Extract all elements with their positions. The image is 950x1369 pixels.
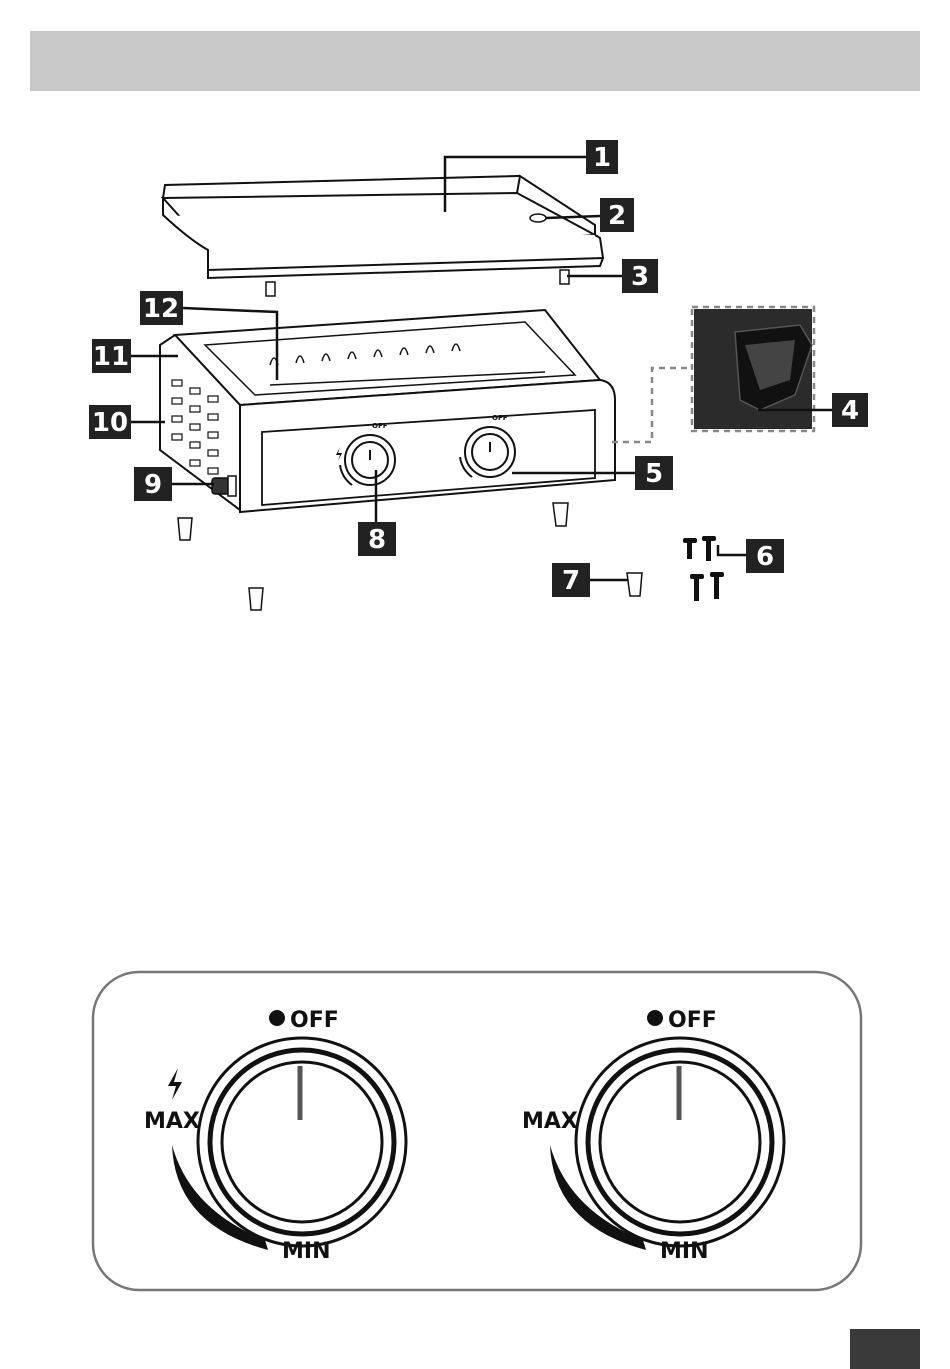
- svg-text:4: 4: [841, 396, 859, 426]
- dial-left-max-label: MAX: [144, 1109, 200, 1134]
- dial-left-off-dot: [269, 1010, 285, 1026]
- svg-text:12: 12: [143, 294, 179, 324]
- callout-5: 5: [635, 456, 673, 490]
- callout-3: 3: [622, 259, 658, 293]
- svg-text:6: 6: [756, 542, 774, 572]
- igniter-button: [212, 476, 236, 496]
- svg-text:8: 8: [368, 525, 386, 555]
- small-off-label-right: OFF: [492, 414, 508, 422]
- detail-connector: [612, 368, 692, 442]
- svg-text:2: 2: [608, 201, 626, 231]
- small-off-label-left: OFF: [372, 422, 388, 430]
- dial-right-off-label: OFF: [668, 1008, 717, 1033]
- spare-foot: [627, 573, 642, 596]
- griddle-plate: [163, 176, 603, 296]
- callout-1: 1: [586, 140, 618, 174]
- svg-text:9: 9: [144, 470, 162, 500]
- svg-text:3: 3: [631, 262, 649, 292]
- callout-11: 11: [92, 339, 131, 373]
- svg-text:11: 11: [93, 342, 129, 372]
- svg-text:7: 7: [562, 566, 580, 596]
- dial-right-off-dot: [647, 1010, 663, 1026]
- callout-2: 2: [600, 198, 634, 232]
- page-tab: [850, 1329, 920, 1369]
- svg-text:5: 5: [645, 459, 663, 489]
- dial-right-min-label: MIN: [660, 1239, 709, 1264]
- callout-6: 6: [746, 539, 784, 573]
- callout-9: 9: [134, 467, 172, 501]
- drain-hole: [530, 214, 546, 222]
- leader-6: [718, 545, 746, 555]
- dial-left-min-label: MIN: [282, 1239, 331, 1264]
- plate-peg-left: [266, 282, 275, 296]
- leg-back-left: [249, 588, 263, 610]
- leg-front-right: [553, 503, 568, 526]
- svg-text:1: 1: [593, 143, 611, 173]
- svg-text:10: 10: [92, 408, 128, 438]
- callout-7: 7: [552, 563, 590, 597]
- dial-left-off-label: OFF: [290, 1008, 339, 1033]
- callout-4: 4: [832, 393, 868, 427]
- leg-front-left: [178, 518, 192, 540]
- callout-10: 10: [89, 405, 131, 439]
- dial-right-max-label: MAX: [522, 1109, 578, 1134]
- callout-12: 12: [140, 291, 183, 325]
- callout-8: 8: [358, 522, 396, 556]
